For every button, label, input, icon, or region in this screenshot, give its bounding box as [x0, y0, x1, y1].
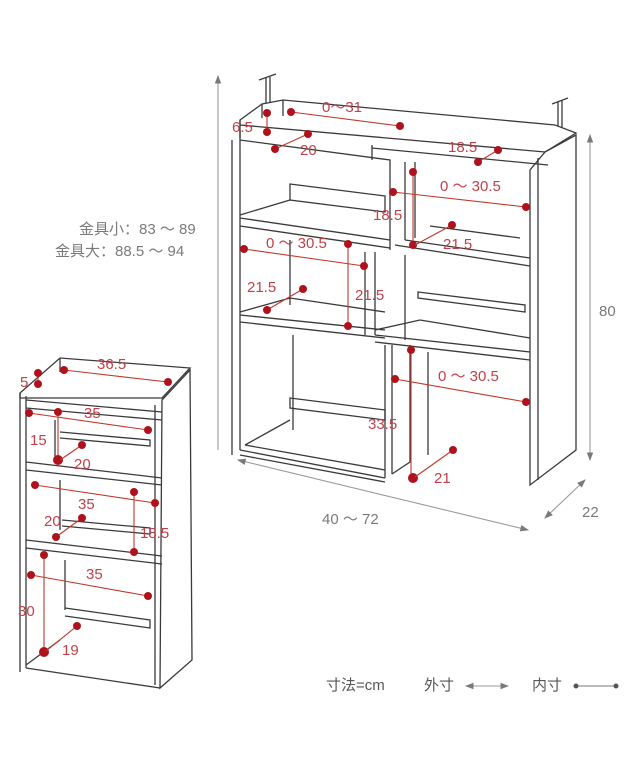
tension-fitting-left — [258, 73, 277, 104]
top-depth-label: 20 — [300, 142, 317, 159]
internal-dimension-legend: 内寸 — [532, 677, 563, 694]
large-internal-dimensions — [240, 108, 530, 483]
small-lower-height-label: 30 — [18, 603, 35, 620]
left-mid-height-label: 21.5 — [355, 287, 385, 304]
width-range-label: 40 ～ 72 — [322, 511, 379, 528]
small-top-rail-label: 5 — [20, 374, 29, 391]
small-upper-depth-label: 20 — [74, 456, 91, 473]
small-middle-width-label: 35 — [78, 496, 95, 513]
fitting-large-range: 金具大：88.5 ～ 94 — [55, 243, 185, 260]
large-external-dimensions — [214, 74, 594, 532]
height-label: 80 — [599, 303, 616, 320]
left-mid-depth-label: 21.5 — [247, 279, 277, 296]
small-middle-height-label: 18.5 — [140, 525, 170, 542]
small-top-width-label: 36.5 — [97, 356, 127, 373]
right-lower-width-label: 0 ～ 30.5 — [438, 368, 499, 385]
external-dimension-legend: 外寸 — [424, 677, 455, 694]
top-rail-height-label: 6.5 — [232, 119, 253, 136]
left-mid-width-label: 0 ～ 30.5 — [266, 235, 327, 252]
right-upper-width-label: 0 ～ 30.5 — [440, 178, 501, 195]
left-upper-height-label: 18.5 — [373, 207, 403, 224]
bottom-depth-label: 21 — [434, 470, 451, 487]
small-upper-width-label: 35 — [84, 405, 101, 422]
small-lower-width-label: 35 — [86, 566, 103, 583]
fitting-small-range: 金具小：83 ～ 89 — [79, 221, 196, 238]
small-shelf-unit — [19, 357, 193, 690]
small-lower-depth-label: 19 — [62, 642, 79, 659]
legend-symbols — [464, 682, 619, 690]
small-middle-depth-label: 20 — [44, 513, 61, 530]
lower-height-label: 33.5 — [368, 416, 398, 433]
small-upper-height-label: 15 — [30, 432, 47, 449]
unit-legend: 寸法=cm — [326, 677, 385, 694]
large-shelf-unit — [231, 73, 578, 487]
right-top-depth-label: 18.5 — [448, 139, 478, 156]
depth-label: 22 — [582, 504, 599, 521]
right-upper-depth-label: 21.5 — [443, 236, 473, 253]
small-internal-dimensions — [25, 366, 172, 657]
top-width-label: 0～31 — [322, 99, 363, 116]
tension-fitting-right — [551, 97, 569, 128]
